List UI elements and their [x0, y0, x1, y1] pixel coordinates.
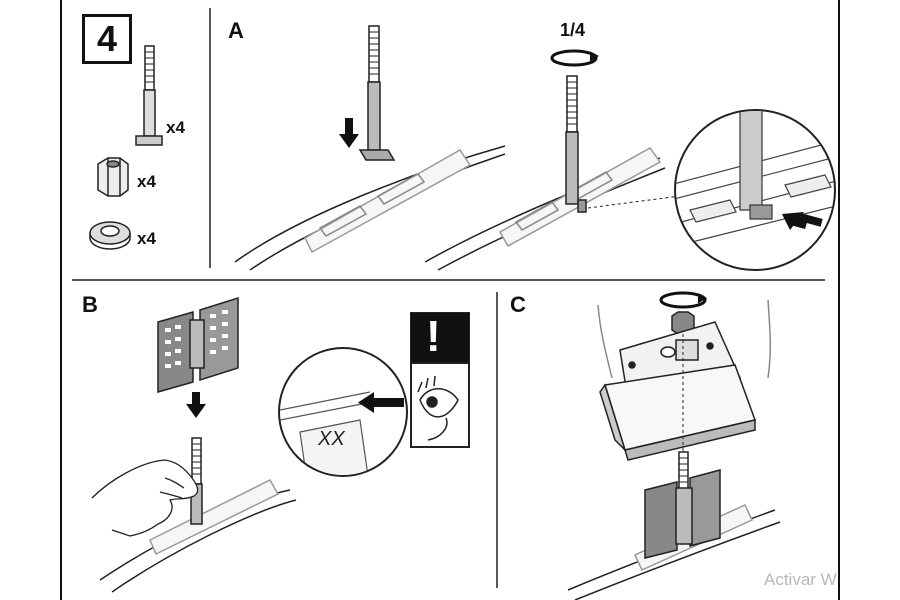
panel-label-b: B	[82, 292, 98, 317]
hex-nut-icon	[97, 157, 129, 197]
nut-quantity: x4	[137, 172, 156, 191]
detail-zoom-a	[674, 109, 836, 271]
t-bolt-c	[678, 451, 689, 493]
rotate-quarter-icon	[550, 49, 600, 67]
arrow-down-a1	[339, 118, 359, 148]
t-bolt-a2	[565, 75, 587, 213]
eye-icon	[417, 375, 459, 441]
roof-rail-a1	[234, 145, 506, 271]
arrow-left-b	[358, 392, 404, 413]
panel-label-a: A	[228, 18, 244, 43]
zoom-leader-a	[587, 195, 681, 209]
rotate-icon-c	[659, 291, 708, 309]
arrow-down-b	[186, 392, 206, 418]
t-bolt-b	[190, 437, 203, 525]
step-number-box: 4	[82, 14, 132, 64]
washer-icon	[89, 221, 131, 250]
warning-exclamation: !	[426, 312, 441, 361]
activation-watermark: Activar W	[764, 570, 837, 589]
hand-illustration	[91, 459, 199, 537]
adapter-pad-c	[644, 469, 721, 559]
panel-label-c: C	[510, 292, 526, 317]
rotation-fraction: 1/4	[560, 20, 586, 40]
warning-panel	[410, 312, 470, 448]
washer-quantity: x4	[137, 229, 156, 248]
crossed-marks: XX	[318, 428, 345, 450]
bolt-quantity: x4	[166, 118, 185, 137]
detail-zoom-b	[278, 347, 408, 477]
foot-housing-c	[597, 299, 772, 461]
roof-rail-a2	[424, 147, 666, 271]
page-border-right	[838, 0, 840, 600]
page-border-left	[60, 0, 62, 600]
t-bolt-a1	[358, 25, 396, 161]
t-bolt-icon	[135, 45, 163, 146]
step-number: 4	[96, 18, 118, 59]
arrow-left-a	[782, 212, 823, 230]
adapter-pad-b	[157, 296, 239, 393]
